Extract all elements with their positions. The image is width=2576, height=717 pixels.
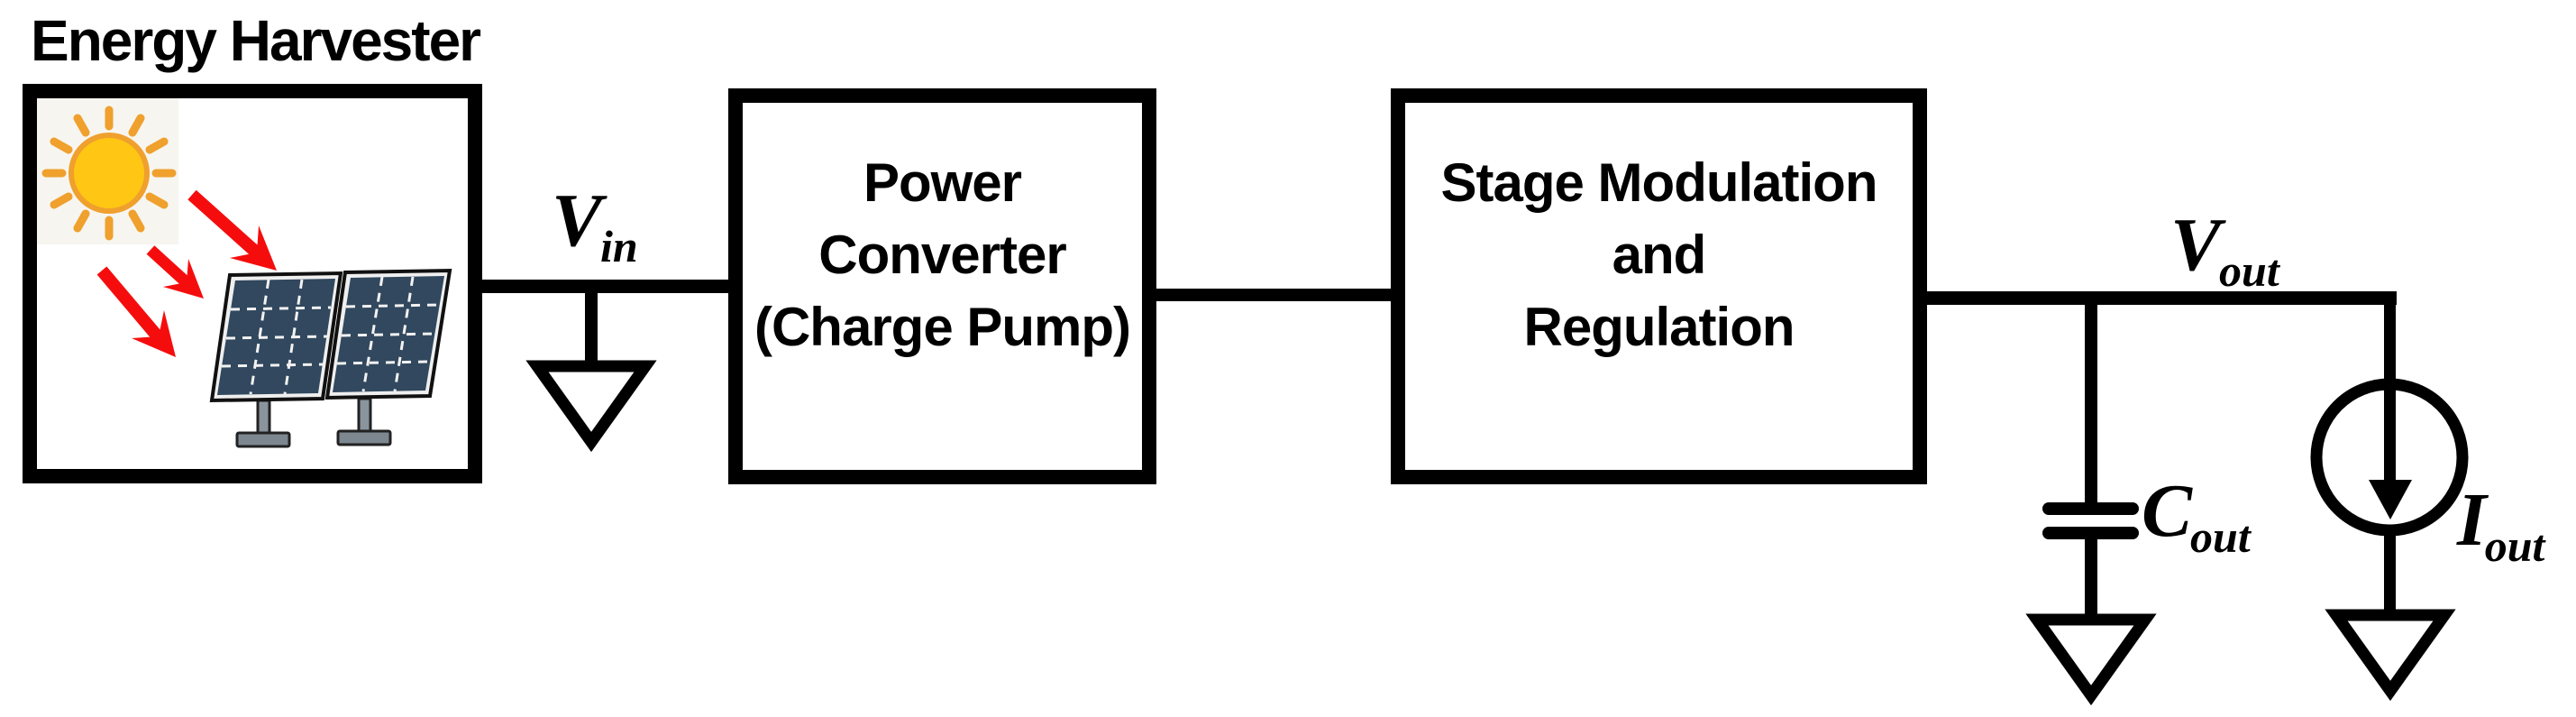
stage-modulation-label: Stage Modulation and Regulation [1391,147,1927,363]
current-arrow-icon [2369,480,2412,519]
power-converter-line-1: Power [863,152,1022,213]
iout-subscript: out [2484,520,2545,571]
power-converter-line-2: Converter [818,225,1066,285]
sun-icon [36,97,178,244]
capacitor-plate-top [2042,502,2139,515]
iout-label: Iout [2457,476,2546,571]
stage-modulation-box [1391,88,1927,484]
page-title: Energy Harvester [31,8,481,73]
iout-ground-symbol [2325,609,2456,702]
stage-modulation-line-3: Regulation [1523,297,1795,357]
vin-wire [482,280,735,293]
vin-symbol: V [552,179,603,262]
vin-ground-symbol [525,286,657,453]
stage-modulation-line-1: Stage Modulation [1440,152,1878,213]
power-converter-label: Power Converter (Charge Pump) [728,147,1156,363]
vout-label: Vout [2170,201,2281,296]
solar-panel-icon [209,268,452,448]
energy-harvester-box [23,84,482,483]
converter-to-modulation-wire [1156,289,1392,301]
vout-subscript: out [2219,245,2279,296]
cout-label: Cout [2142,467,2252,562]
cout-subscript: out [2190,511,2251,562]
cout-symbol: C [2142,469,2193,553]
vin-label: Vin [552,177,640,271]
iout-symbol: I [2457,478,2487,562]
output-capacitor [2042,299,2139,622]
power-converter-box [728,88,1156,484]
power-converter-line-3: (Charge Pump) [754,297,1131,357]
sunlight-arrows-icon [96,189,277,357]
vout-wire [1927,291,2397,305]
vout-symbol: V [2170,203,2222,287]
vin-subscript: in [600,221,638,271]
cout-ground-symbol [2025,613,2157,706]
stage-modulation-line-2: and [1612,225,1707,285]
capacitor-plate-bottom [2042,527,2139,539]
output-current-source [2310,299,2469,618]
